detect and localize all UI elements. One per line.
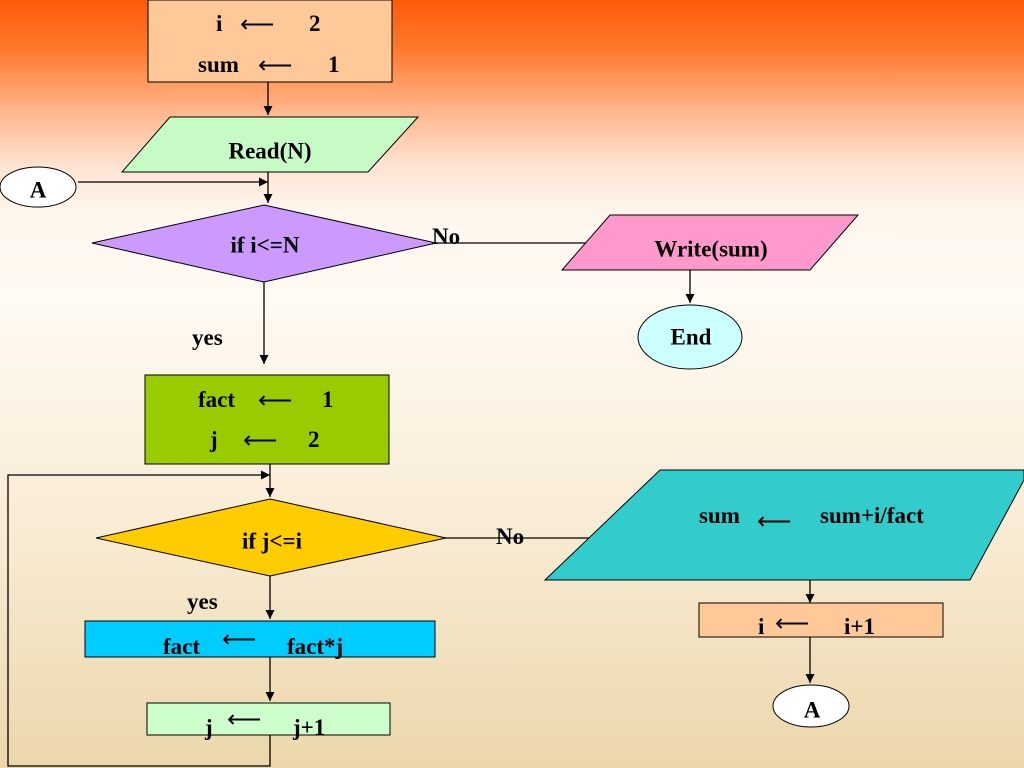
fact-update-expr: fact*j xyxy=(287,634,344,659)
init-sum-value: 1 xyxy=(328,52,340,77)
assign-arrow-icon: ⟵ xyxy=(222,625,257,653)
cond-inner-diamond xyxy=(95,498,447,577)
cond-outer-diamond xyxy=(91,204,437,283)
init-i-var: i xyxy=(216,11,223,36)
fact-init-fact-value: 1 xyxy=(322,387,334,412)
connector-a-in xyxy=(0,166,77,208)
i-increment-box xyxy=(698,602,944,638)
line-loop-back xyxy=(7,470,271,767)
fact-init-j-var: j xyxy=(210,427,218,452)
read-label: Read(N) xyxy=(228,138,312,164)
flow-lines xyxy=(7,82,815,767)
connector-a-in-label: A xyxy=(29,177,47,203)
j-increment-box xyxy=(146,702,391,736)
end-label: End xyxy=(670,324,712,350)
assign-arrow-icon: ⟵ xyxy=(757,507,792,535)
fact-init-fact-var: fact xyxy=(198,387,236,412)
connector-a-out-label: A xyxy=(803,697,821,723)
end-terminal xyxy=(637,304,743,370)
cond-inner-label: if j<=i xyxy=(241,528,303,554)
read-input-parallelogram xyxy=(120,116,420,173)
assign-arrow-icon: ⟵ xyxy=(240,10,275,38)
fact-update-var: fact xyxy=(163,634,201,659)
cond-inner-yes-label: yes xyxy=(187,589,218,614)
sum-update-expr: sum+i/fact xyxy=(820,503,924,528)
assign-arrow-icon: ⟵ xyxy=(258,51,293,79)
assign-arrow-icon: ⟵ xyxy=(227,705,262,733)
j-increment-var: j xyxy=(205,715,213,740)
cond-outer-no-label: No xyxy=(432,224,461,249)
i-increment-expr: i+1 xyxy=(844,614,875,639)
fact-init-box xyxy=(144,374,390,465)
init-sum-var: sum xyxy=(198,52,239,77)
i-increment-var: i xyxy=(758,614,765,639)
assign-arrow-icon: ⟵ xyxy=(243,426,278,454)
fact-update-box xyxy=(84,620,436,658)
assign-arrow-icon: ⟵ xyxy=(258,386,293,414)
cond-outer-label: if i<=N xyxy=(230,232,300,258)
j-increment-expr: j+1 xyxy=(293,715,326,740)
init-box xyxy=(147,0,393,83)
connector-a-out xyxy=(772,684,850,728)
init-i-value: 2 xyxy=(309,11,321,36)
fact-init-j-value: 2 xyxy=(308,427,320,452)
write-label: Write(sum) xyxy=(654,236,768,262)
write-output-parallelogram xyxy=(560,214,860,271)
sum-update-parallelogram xyxy=(543,469,1024,581)
assign-arrow-icon: ⟵ xyxy=(775,609,810,637)
sum-update-var: sum xyxy=(699,503,740,528)
cond-outer-yes-label: yes xyxy=(192,325,223,350)
cond-inner-no-label: No xyxy=(496,524,525,549)
